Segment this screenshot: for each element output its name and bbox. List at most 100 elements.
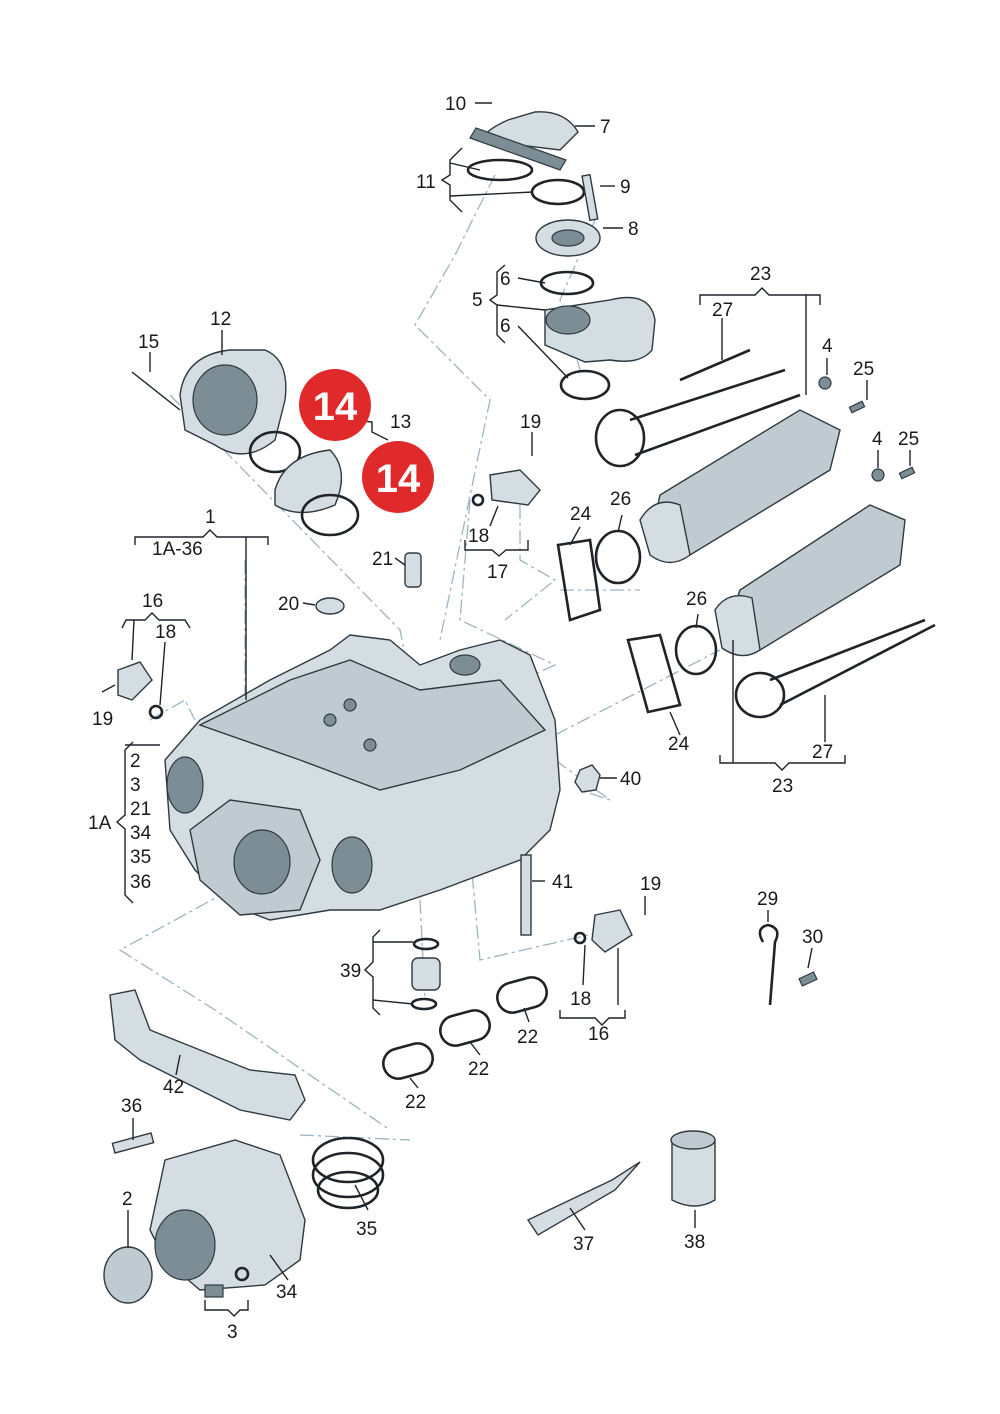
- label-23-lower[interactable]: 23: [772, 776, 793, 797]
- label-19-left[interactable]: 19: [92, 709, 113, 730]
- highlight-badge-14-lower[interactable]: 14: [362, 441, 434, 513]
- label-12[interactable]: 12: [210, 309, 231, 330]
- plug-20: [315, 597, 345, 615]
- cooler-seal-loop-lower: [734, 671, 786, 719]
- label-34[interactable]: 34: [276, 1282, 298, 1303]
- cooler-seal-loop-upper: [594, 408, 646, 468]
- bolt-36: [111, 1132, 155, 1154]
- label-20[interactable]: 20: [278, 594, 299, 615]
- inlet-housing-bore: [154, 1209, 216, 1281]
- label-1A-36[interactable]: 1A-36: [152, 539, 203, 560]
- o-ring-18-right: [573, 931, 587, 945]
- label-16-right[interactable]: 16: [588, 1024, 609, 1045]
- gasket-24-lower: [626, 633, 682, 714]
- label-22-left[interactable]: 22: [405, 1092, 426, 1113]
- o-ring-3: [234, 1266, 250, 1282]
- highlight-badge-14-upper[interactable]: 14: [299, 369, 371, 441]
- mount-hole-1: [323, 713, 337, 727]
- label-19-upper[interactable]: 19: [520, 412, 541, 433]
- group-item-34[interactable]: 34: [130, 823, 152, 844]
- label-41[interactable]: 41: [552, 872, 573, 893]
- label-42[interactable]: 42: [163, 1077, 184, 1098]
- sensor-group: [117, 469, 633, 953]
- group-item-36[interactable]: 36: [130, 872, 151, 893]
- label-18-upper[interactable]: 18: [468, 526, 489, 547]
- label-1A[interactable]: 1A: [88, 813, 112, 834]
- label-17[interactable]: 17: [487, 562, 508, 583]
- label-24-lower[interactable]: 24: [668, 734, 690, 755]
- label-19-right[interactable]: 19: [640, 874, 661, 895]
- spring-35-coil-3: [316, 1170, 380, 1210]
- spring-35-coil-1: [311, 1136, 385, 1184]
- label-38[interactable]: 38: [684, 1232, 705, 1253]
- label-30[interactable]: 30: [802, 927, 823, 948]
- label-26-upper[interactable]: 26: [610, 489, 631, 510]
- label-21[interactable]: 21: [372, 549, 393, 570]
- charge-air-cooler-group: [556, 348, 936, 719]
- label-4-lower[interactable]: 4: [872, 429, 883, 450]
- o-ring-26-upper: [594, 529, 642, 585]
- o-ring-39-lower: [410, 997, 438, 1011]
- label-24-upper[interactable]: 24: [570, 504, 592, 525]
- label-35[interactable]: 35: [356, 1219, 377, 1240]
- label-1[interactable]: 1: [205, 507, 216, 528]
- label-25-upper[interactable]: 25: [853, 359, 874, 380]
- throttle-housing-group: [131, 349, 360, 537]
- canister-38-top: [670, 1130, 716, 1150]
- label-39[interactable]: 39: [340, 961, 361, 982]
- group-item-2[interactable]: 2: [130, 751, 141, 772]
- label-26-lower[interactable]: 26: [686, 589, 707, 610]
- compressor-inlet-bore: [233, 829, 291, 895]
- label-18-right[interactable]: 18: [570, 989, 591, 1010]
- label-2[interactable]: 2: [122, 1189, 133, 1210]
- label-11[interactable]: 11: [416, 172, 436, 193]
- label-4-upper[interactable]: 4: [822, 336, 833, 357]
- label-9[interactable]: 9: [620, 177, 631, 198]
- label-22-mid[interactable]: 22: [468, 1059, 489, 1080]
- screw-25-upper: [848, 400, 866, 414]
- sensor-16-left: [117, 661, 153, 701]
- label-3[interactable]: 3: [227, 1322, 238, 1343]
- connector-39: [411, 957, 441, 991]
- bolt-9: [581, 173, 599, 222]
- label-40[interactable]: 40: [620, 769, 641, 790]
- mount-hole-3: [363, 738, 377, 752]
- seal-ring-upper: [248, 430, 302, 474]
- group-item-21[interactable]: 21: [130, 799, 151, 820]
- label-25-lower[interactable]: 25: [898, 429, 919, 450]
- seal-ring-lower: [300, 493, 360, 537]
- upper-pipe-group: [466, 111, 656, 401]
- tool-37: [526, 1161, 641, 1236]
- group-item-35[interactable]: 35: [130, 847, 151, 868]
- label-29[interactable]: 29: [757, 889, 778, 910]
- label-10[interactable]: 10: [445, 94, 466, 115]
- label-37[interactable]: 37: [573, 1234, 594, 1255]
- label-18-left[interactable]: 18: [155, 622, 176, 643]
- label-22-right[interactable]: 22: [517, 1027, 538, 1048]
- badge-circle: [362, 441, 434, 513]
- label-27-lower[interactable]: 27: [812, 742, 833, 763]
- compressor-top-face: [198, 659, 547, 791]
- label-7[interactable]: 7: [600, 117, 611, 138]
- label-6-lower[interactable]: 6: [500, 316, 511, 337]
- label-8[interactable]: 8: [628, 219, 639, 240]
- label-36[interactable]: 36: [121, 1096, 142, 1117]
- screw-25-lower: [898, 466, 916, 480]
- leader-lines: [101, 102, 911, 1317]
- part-number-labels: 10 7 11 9 8 6 5 6 23 27 4 25 4 25 12 15 …: [88, 94, 919, 1343]
- plug-4-upper: [818, 376, 832, 390]
- label-27-upper[interactable]: 27: [712, 300, 733, 321]
- group-item-3[interactable]: 3: [130, 775, 141, 796]
- label-23-upper[interactable]: 23: [750, 264, 771, 285]
- gasket-22-mid: [439, 1009, 491, 1047]
- sensor-19-upper: [489, 469, 541, 506]
- label-5[interactable]: 5: [472, 290, 483, 311]
- bolt-30: [798, 971, 818, 987]
- label-13[interactable]: 13: [390, 412, 411, 433]
- label-6-upper[interactable]: 6: [500, 269, 511, 290]
- o-ring-18-left: [148, 704, 164, 720]
- label-16-left[interactable]: 16: [142, 591, 163, 612]
- cap-2: [103, 1246, 153, 1304]
- label-15[interactable]: 15: [138, 332, 159, 353]
